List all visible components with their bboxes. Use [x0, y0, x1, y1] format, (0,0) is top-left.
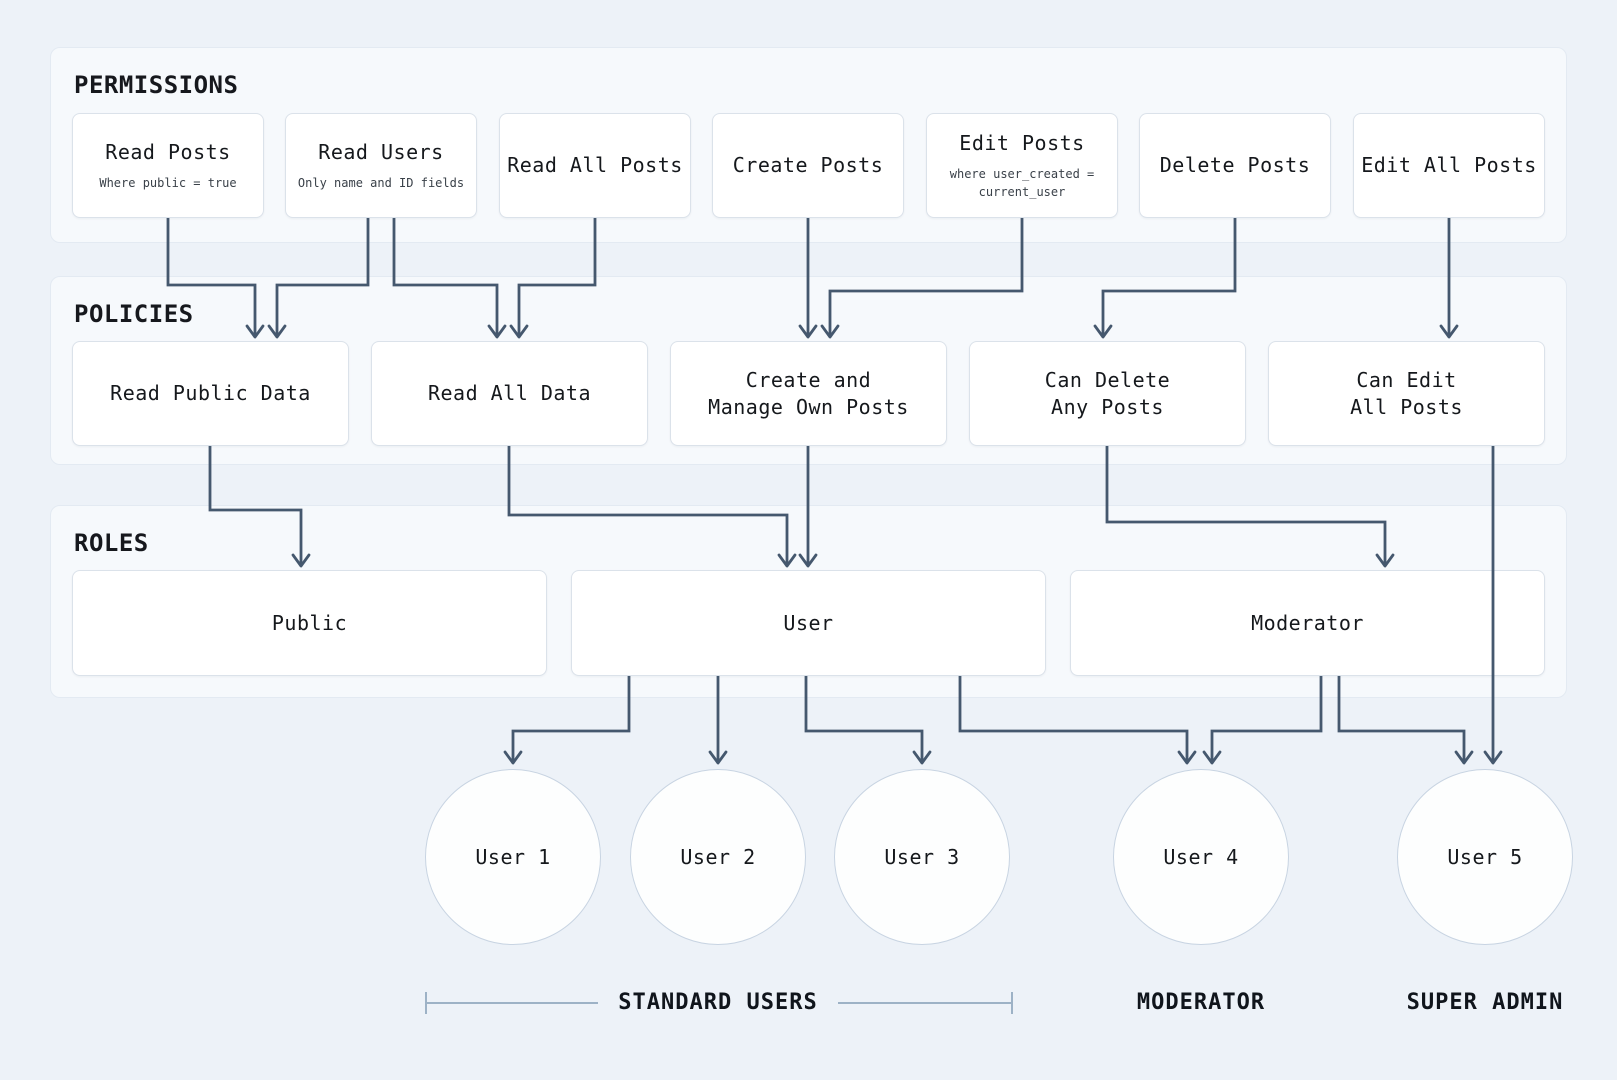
node-read-posts: Read Posts Where public = true [72, 113, 264, 218]
policies-title: POLICIES [74, 300, 194, 328]
node-label: Can Edit All Posts [1350, 367, 1463, 421]
group-label-super-admin: SUPER ADMIN [1406, 990, 1564, 1015]
permissions-title: PERMISSIONS [74, 71, 239, 99]
node-subtext: where user_created = current_user [950, 165, 1095, 201]
node-subtext-line1: where user_created = [949, 167, 1095, 181]
node-subtext: Only name and ID fields [297, 176, 465, 190]
node-label-line1: Create and [745, 367, 872, 392]
node-read-all-data: Read All Data [371, 341, 648, 446]
circle-user-5: User 5 [1397, 769, 1573, 945]
node-label: Read Posts [105, 140, 231, 164]
node-read-users: Read Users Only name and ID fields [285, 113, 477, 218]
node-read-public-data: Read Public Data [72, 341, 349, 446]
group-label-moderator: MODERATOR [1136, 990, 1266, 1015]
roles-title: ROLES [74, 529, 149, 557]
node-label: Read All Data [427, 381, 592, 405]
node-can-delete-any-posts: Can Delete Any Posts [969, 341, 1246, 446]
circle-label: User 3 [884, 845, 960, 869]
node-read-all-posts: Read All Posts [499, 113, 691, 218]
node-label: Edit Posts [959, 131, 1085, 155]
node-label-line2: Manage Own Posts [708, 394, 909, 419]
node-label: Read All Posts [507, 153, 683, 177]
node-label-line1: Can Edit [1356, 367, 1457, 392]
node-label: Delete Posts [1159, 153, 1311, 177]
node-edit-all-posts: Edit All Posts [1353, 113, 1545, 218]
bracket-line-left [425, 1002, 598, 1004]
node-label: Moderator [1251, 610, 1364, 635]
node-label: Edit All Posts [1361, 153, 1537, 177]
node-label: Create and Manage Own Posts [708, 367, 909, 421]
node-public: Public [72, 570, 547, 676]
node-user: User [571, 570, 1046, 676]
node-label: User [783, 610, 834, 635]
bracket-tick-right [1011, 992, 1013, 1014]
node-edit-posts: Edit Posts where user_created = current_… [926, 113, 1118, 218]
node-subtext: Where public = true [99, 176, 237, 190]
circle-label: User 2 [680, 845, 756, 869]
node-label: Create Posts [732, 153, 884, 177]
node-can-edit-all-posts: Can Edit All Posts [1268, 341, 1545, 446]
group-label-standard-users: STANDARD USERS [618, 990, 818, 1015]
circle-label: User 4 [1163, 845, 1239, 869]
node-label: Can Delete Any Posts [1045, 367, 1170, 421]
node-label-line2: Any Posts [1051, 394, 1164, 419]
node-delete-posts: Delete Posts [1139, 113, 1331, 218]
bracket-line-right [838, 1002, 1011, 1004]
node-label-line1: Can Delete [1044, 367, 1171, 392]
node-create-posts: Create Posts [712, 113, 904, 218]
node-label: Read Users [318, 140, 444, 164]
circle-user-2: User 2 [630, 769, 806, 945]
circle-label: User 5 [1447, 845, 1523, 869]
node-label-line2: All Posts [1350, 394, 1463, 419]
circle-user-1: User 1 [425, 769, 601, 945]
node-label: Read Public Data [110, 381, 311, 405]
circle-user-3: User 3 [834, 769, 1010, 945]
circle-label: User 1 [475, 845, 551, 869]
node-label: Public [271, 610, 348, 635]
node-subtext-line2: current_user [978, 185, 1066, 199]
circle-user-4: User 4 [1113, 769, 1289, 945]
node-create-and-manage-own-posts: Create and Manage Own Posts [670, 341, 947, 446]
node-moderator: Moderator [1070, 570, 1545, 676]
